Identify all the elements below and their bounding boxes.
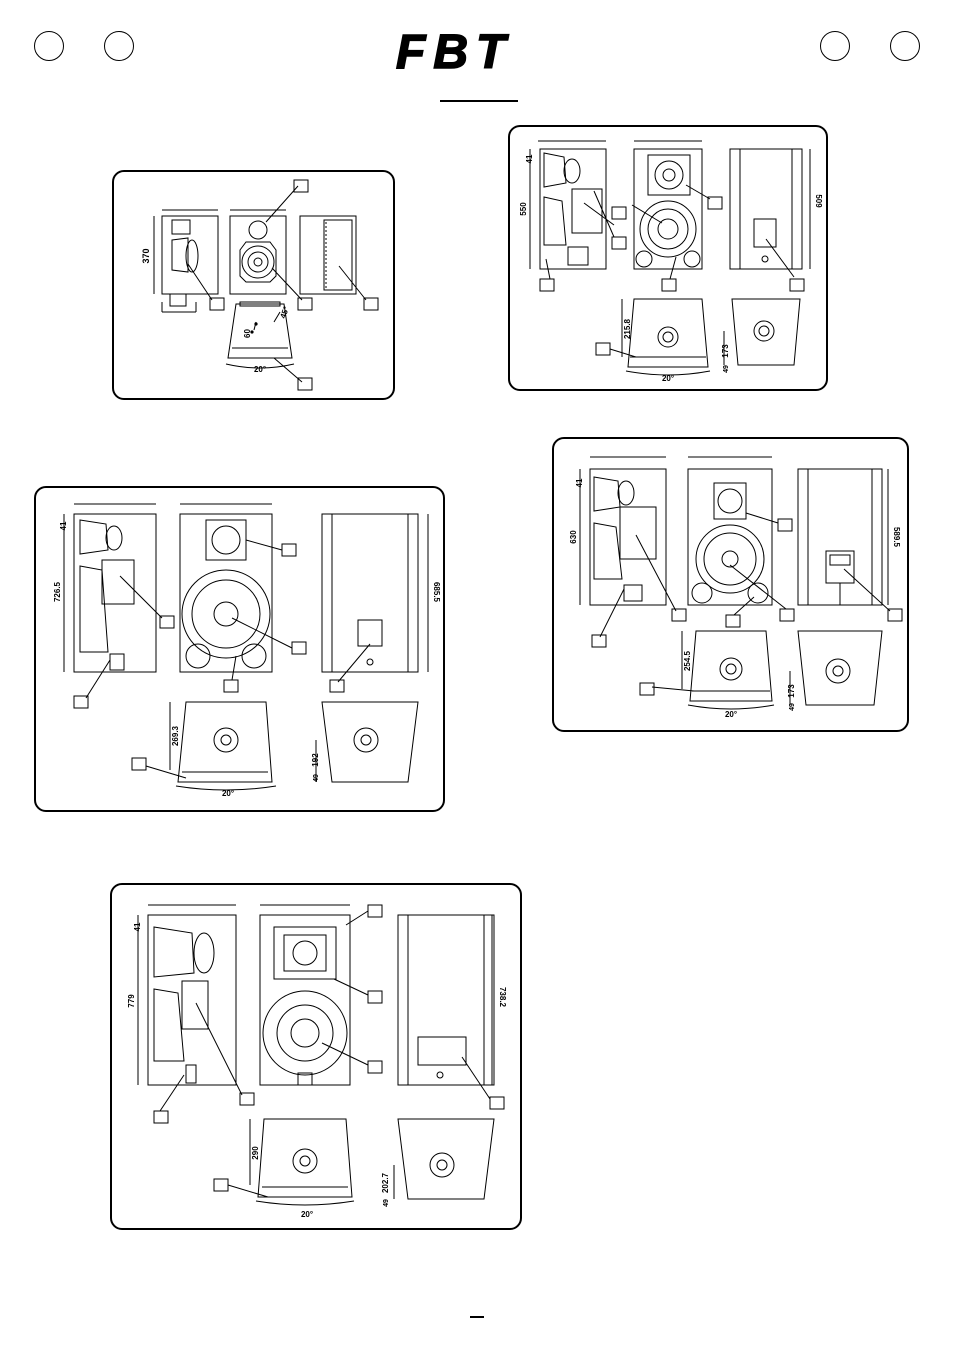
dim-bottom-depth: 269.3: [171, 725, 180, 746]
drawing-monitor-15-coax: 779 41 738.2 290 20° 202.7 49: [127, 904, 507, 1219]
dim-back-height: 589.5: [892, 527, 901, 548]
dim-height: 779: [127, 994, 136, 1008]
dim-pole-offset: 49: [313, 774, 320, 782]
panel-monitor-15-coax: 779 41 738.2 290 20° 202.7 49: [110, 883, 522, 1230]
dim-angle-bottom: 20°: [254, 365, 266, 374]
dim-angle: 20°: [662, 374, 674, 383]
dim-back-height: 685.5: [432, 582, 441, 603]
dim-angle: 20°: [301, 1210, 313, 1219]
dim-pole-height: 173: [721, 344, 730, 358]
dim-pole-height: 202.7: [381, 1172, 390, 1193]
dim-bottom-depth: 215.8: [623, 318, 632, 339]
drawing-monitor-12: 630 41 589.5 254.5 20° 173 49: [569, 456, 903, 719]
drawing-monitor-10: 550 41 509 215.8 20° 173 49: [519, 140, 823, 383]
dim-bottom-depth: 290: [251, 1146, 260, 1160]
corner-circle-3: [820, 31, 850, 61]
page-number-rule: [470, 1316, 484, 1318]
corner-circle-1: [34, 31, 64, 61]
dim-depth: 60: [243, 329, 252, 338]
fbt-logo: FBT: [392, 25, 558, 80]
panel-small-monitor: 370 45° 60 20°: [112, 170, 395, 400]
dim-pole-height: 192: [311, 753, 320, 767]
dim-pole-offset: 49: [723, 365, 730, 373]
dim-height: 550: [519, 202, 528, 216]
drawing-monitor-15: 726.5 41 685.5 269.3 20° 192 49: [53, 503, 441, 798]
dim-angle-top: 45°: [278, 305, 291, 319]
dim-angle: 20°: [222, 789, 234, 798]
dim-bottom-depth: 254.5: [683, 650, 692, 671]
dim-offset: 41: [59, 521, 68, 530]
dim-offset: 41: [525, 154, 534, 163]
dim-pole-offset: 49: [383, 1199, 390, 1207]
dim-pole-height: 173: [787, 684, 796, 698]
dim-angle: 20°: [725, 710, 737, 719]
corner-circle-4: [890, 31, 920, 61]
dim-offset: 41: [575, 478, 584, 487]
dim-height: 630: [569, 530, 578, 544]
dim-offset: 41: [133, 922, 142, 931]
dim-height: 726.5: [53, 581, 62, 602]
drawing-small-monitor: 370 45° 60 20°: [141, 179, 379, 391]
dim-pole-offset: 49: [789, 703, 796, 711]
header-rule: [440, 100, 518, 102]
dim-back-height: 509: [814, 194, 823, 208]
dim-back-height: 738.2: [498, 987, 507, 1008]
fbt-logo-text: FBT: [396, 28, 513, 74]
panel-monitor-12: 630 41 589.5 254.5 20° 173 49: [552, 437, 909, 732]
panel-monitor-10: 550 41 509 215.8 20° 173 49: [508, 125, 828, 391]
dim-height: 370: [141, 248, 151, 263]
panel-monitor-15: 726.5 41 685.5 269.3 20° 192 49: [34, 486, 445, 812]
corner-circle-2: [104, 31, 134, 61]
